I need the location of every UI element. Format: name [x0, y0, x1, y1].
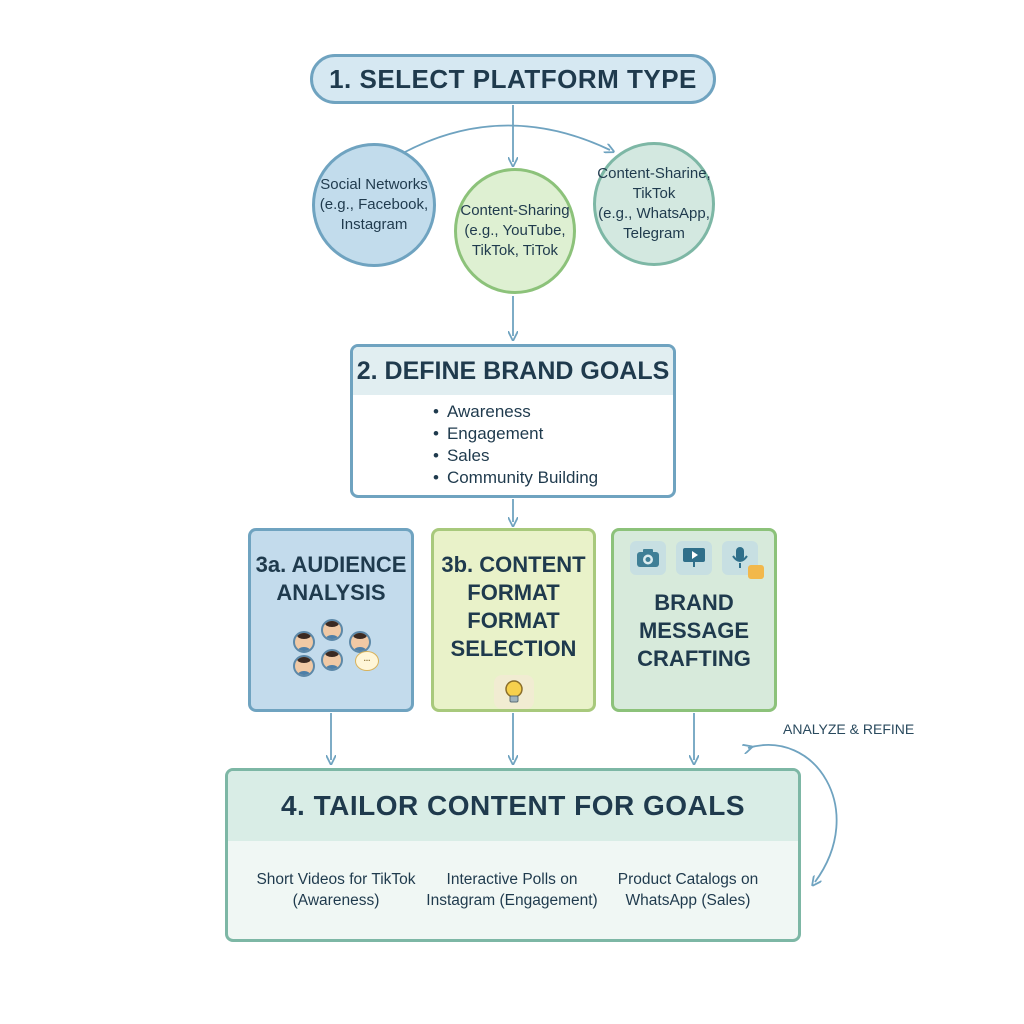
example-instagram: Interactive Polls on Instagram (Engageme…: [424, 869, 600, 911]
analyze-refine-label: ANALYZE & REFINE: [783, 721, 915, 737]
step4-title: 4. TAILOR CONTENT FOR GOALS: [228, 771, 798, 841]
platform-social-networks: Social Networks (e.g., Facebook, Instagr…: [312, 143, 436, 267]
audience-line-1: 3a. AUDIENCE: [255, 552, 407, 577]
video-play-icon: [676, 541, 712, 575]
people-icon: ...: [291, 619, 379, 679]
messaging-line-2: TikTok: [632, 185, 676, 202]
format-line-2: FORMAT: [467, 580, 560, 605]
platform-messaging: Content-Sharine, TikTok (e.g., WhatsApp,…: [593, 142, 715, 266]
audience-line-2: ANALYSIS: [276, 580, 386, 605]
example-whatsapp: Product Catalogs on WhatsApp (Sales): [600, 869, 776, 911]
message-line-1: BRAND: [654, 590, 734, 615]
step3c-brand-message: BRAND MESSAGE CRAFTING: [611, 528, 777, 712]
platform-content-sharing: Content-Sharing (e.g., YouTube, TikTok, …: [454, 168, 576, 294]
format-line-1: 3b. CONTENT: [441, 552, 586, 577]
step4-tailor-content: 4. TAILOR CONTENT FOR GOALS Short Videos…: [225, 768, 801, 942]
step2-define-goals: 2. DEFINE BRAND GOALS Awareness Engageme…: [350, 344, 676, 498]
example-line: Product Catalogs on: [617, 871, 759, 888]
goal-item: Engagement: [433, 423, 673, 445]
step2-title: 2. DEFINE BRAND GOALS: [353, 347, 673, 395]
media-icons: [630, 541, 764, 579]
social-line-2: (e.g., Facebook,: [319, 196, 429, 213]
messaging-line-4: Telegram: [623, 225, 685, 242]
social-line-1: Social Networks: [320, 176, 428, 193]
goal-item: Community Building: [433, 467, 673, 489]
examples-row: Short Videos for TikTok (Awareness) Inte…: [228, 841, 798, 911]
step1-select-platform: 1. SELECT PLATFORM TYPE: [310, 54, 716, 104]
content-line-1: Content-Sharing: [460, 202, 570, 219]
message-line-3: CRAFTING: [637, 646, 751, 671]
content-line-3: TikTok, TiTok: [471, 242, 559, 259]
microphone-icon: [722, 541, 764, 579]
chat-icon: [748, 565, 764, 579]
example-line: WhatsApp (Sales): [625, 892, 751, 909]
lightbulb-icon: [493, 675, 534, 709]
content-line-2: (e.g., YouTube,: [464, 222, 566, 239]
example-line: Short Videos for TikTok: [256, 871, 416, 888]
speech-bubble-icon: ...: [355, 651, 379, 671]
message-line-2: MESSAGE: [638, 618, 750, 643]
camera-icon: [630, 541, 666, 575]
format-line-4: SELECTION: [450, 636, 577, 661]
step3a-audience-analysis: 3a. AUDIENCE ANALYSIS ...: [248, 528, 414, 712]
social-line-3: Instagram: [340, 216, 408, 233]
arrow-arc-to-messaging: [404, 124, 610, 152]
example-line: (Awareness): [292, 892, 380, 909]
goal-item: Sales: [433, 445, 673, 467]
step3b-content-format: 3b. CONTENT FORMAT FORMAT SELECTION: [431, 528, 596, 712]
example-line: Interactive Polls on: [446, 871, 578, 888]
messaging-line-1: Content-Sharine,: [597, 165, 711, 182]
messaging-line-3: (e.g., WhatsApp,: [598, 205, 710, 222]
format-line-3: FORMAT: [467, 608, 560, 633]
goal-item: Awareness: [433, 401, 673, 423]
goals-list: Awareness Engagement Sales Community Bui…: [353, 395, 673, 489]
step1-title: 1. SELECT PLATFORM TYPE: [329, 63, 697, 94]
example-tiktok: Short Videos for TikTok (Awareness): [248, 869, 424, 911]
example-line: Instagram (Engagement): [426, 892, 598, 909]
